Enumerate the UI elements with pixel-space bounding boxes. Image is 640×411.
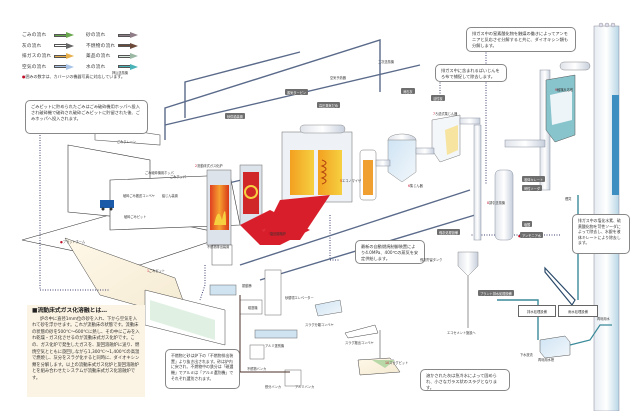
tag-water-proc: プラント排水処理設備 [478, 290, 514, 296]
label-economizer: 5エコノマイザ [340, 179, 362, 183]
label-slag-pit: 10スラグピット [385, 361, 409, 365]
label-gasifier: 2流動床式ガス化炉 [195, 164, 223, 168]
label-platform: ●プラットホーム [60, 240, 86, 244]
label-fan: 8誘引送風機 [487, 201, 505, 205]
legend-note: ●囲みの数字は、カバージの機器写真に対応しています。 [22, 74, 125, 79]
arrow-right-icon [54, 42, 74, 49]
label-cyclone: 6集じん器 [408, 184, 423, 188]
boiler [260, 124, 353, 240]
tag-fly-ash-proc: 飛灰処理設備 [437, 229, 461, 235]
legend-item-noncombustible: 不燃物の流れ [86, 42, 150, 49]
label-air-preheater: 空気予熱器 [330, 76, 346, 80]
arrow-right-icon [118, 42, 138, 49]
label-slag-conveyor: スラグ搬出コンベヤ [345, 341, 374, 345]
label-alu-bunker: アルミバンカ [295, 385, 315, 389]
tag-slaked-lime: 消石灰 [401, 88, 415, 94]
bag-filter [431, 114, 461, 163]
label-feeder: 給じん装置 [162, 194, 178, 198]
explanation-box: ■流動床式ガス化溶融とは… 炉の中に直径1mm位の砂を入れ、下から空気を入れて砂… [27, 305, 145, 397]
label-hopper: ごみホッパ [170, 175, 186, 179]
arrow-right-icon [118, 63, 138, 70]
label-vib-screen: 振動篩 [242, 284, 252, 288]
tag-ammonia: アンモニア水 [520, 232, 543, 238]
label-pit: 1ごみピット [147, 269, 165, 273]
label-crane: ごみクレーン [117, 140, 136, 144]
legend-item-exhaust: 排ガスの流れ [22, 53, 86, 60]
callout-metal: 不燃物と砂は炉下の「不燃物排出装置」より抜き出されます。砂は炉内に戻され、不燃物… [165, 349, 240, 389]
tag-hp-steam: 高圧蒸気だめ [317, 102, 341, 108]
label-alu: アルミ選別機 [265, 344, 285, 348]
label-fly-ash-tank: 飛灰貯留タンク [420, 258, 443, 262]
label-conveyor: 破砕ごみ搬送コンベヤ [123, 194, 155, 198]
box-sewage: 排水処理設備 [518, 305, 556, 317]
label-noncomb: 不燃物排出装置 [207, 245, 230, 249]
arrow-right-icon [54, 32, 74, 39]
arrow-right-icon [54, 53, 74, 60]
label-iron-bunker: 鉄分バンカ [265, 385, 282, 389]
legend-item-waste: ごみの流れ [22, 32, 86, 39]
label-forced-fan: 押込送風機 [112, 71, 128, 75]
label-noncomb-bunker: 不燃物バンカ [247, 367, 267, 371]
callout-slag: 溶かされた灰は急冷水によって固められ、小さなガラス状のスラグとなります。 [420, 369, 510, 391]
tag-turbine: 蒸気タービン [285, 89, 309, 95]
legend-item-chemical: 薬品の流れ [86, 53, 150, 60]
legend-item-air: 空気の流れ [22, 63, 86, 70]
label-bag-filter: 7ろ過式集じん器 [433, 112, 458, 116]
tag-hcl: 塩酸 [522, 221, 533, 227]
cyclone [387, 133, 417, 183]
legend-item-ash: 灰の流れ [22, 42, 86, 49]
label-sand-circ: 砂循環エレベーター [285, 296, 314, 300]
label-stack: 煙突 [565, 197, 572, 201]
gasifier [206, 169, 233, 266]
truck-icon [100, 200, 114, 208]
explanation-body: 炉の中に直径1mm位の砂を入れ、下から空気を入れて砂を浮かせます。これが流動床の… [32, 316, 140, 381]
label-slag-sep: スラグ分離コンベヤ [305, 323, 334, 327]
tag-activated-carbon: 活性炭 [431, 95, 445, 101]
slag-handling [314, 299, 401, 376]
label-cement: エコセメント施設へ [447, 331, 476, 335]
label-melter: 3旋回溶融炉 [268, 232, 286, 236]
label-recycled: 再利用水 [597, 317, 610, 321]
legend-item-sand: 砂の流れ [86, 32, 150, 39]
catalyst-tower [545, 61, 591, 143]
arrow-right-icon [118, 53, 138, 60]
explanation-title: ■流動床式ガス化溶融とは… [32, 308, 108, 314]
legend: ごみの流れ 砂の流れ 灰の流れ 不燃物の流れ 排ガスの流れ 薬品の流れ 空気の流… [22, 30, 150, 80]
economizer [359, 149, 377, 201]
tag-sand-feed: 砂供給装置 [225, 113, 245, 119]
callout-pit: ごみピットに貯められたごみはごみ破砕機用ホッパへ投入され破砕機で破砕され破砕ごみ… [25, 100, 148, 134]
label-drain: 下水放流 [520, 353, 533, 357]
tag-chelate: 液体キレート [522, 176, 546, 182]
callout-wet: 排ガス中の塩化水素、硫黄酸化物を苛性ソーダによって除去し、水銀を液体キレートによ… [572, 214, 630, 254]
label-crusher-hopper: ごみ破砕機用ホッパ [145, 171, 174, 175]
arrow-right-icon [54, 63, 74, 70]
label-catalyst: 9触媒反応塔 [555, 88, 573, 92]
callout-boiler: 最新の自動燃焼制御装置により4.0MPa、400℃の蒸気を安定供給します。 [355, 240, 425, 264]
fly-ash-tank [457, 251, 479, 328]
label-magnet: 磁選機 [248, 306, 258, 310]
label-pre-crusher-pit: 破砕ごみピット [124, 215, 147, 219]
callout-dust: 排ガス中に含まれるばいじんをろ布で捕捉して除去します。 [435, 64, 507, 82]
arrow-right-icon [118, 32, 138, 39]
box-rain: 雨水処理設備 [558, 305, 598, 317]
label-recycled-tank: 再利用水槽 [538, 358, 554, 362]
legend-item-water: 水の流れ [86, 63, 150, 70]
label-secondary-fan: 二次送風機 [378, 60, 394, 64]
tag-caustic: 苛性ソーダ [522, 185, 542, 191]
callout-catalyst: 排ガス中の窒素酸化物を触媒の働きによってアンモニアと反応させ分解すると共に、ダイ… [466, 27, 576, 52]
gas-pipes [375, 69, 551, 241]
metal-separation [209, 269, 302, 387]
